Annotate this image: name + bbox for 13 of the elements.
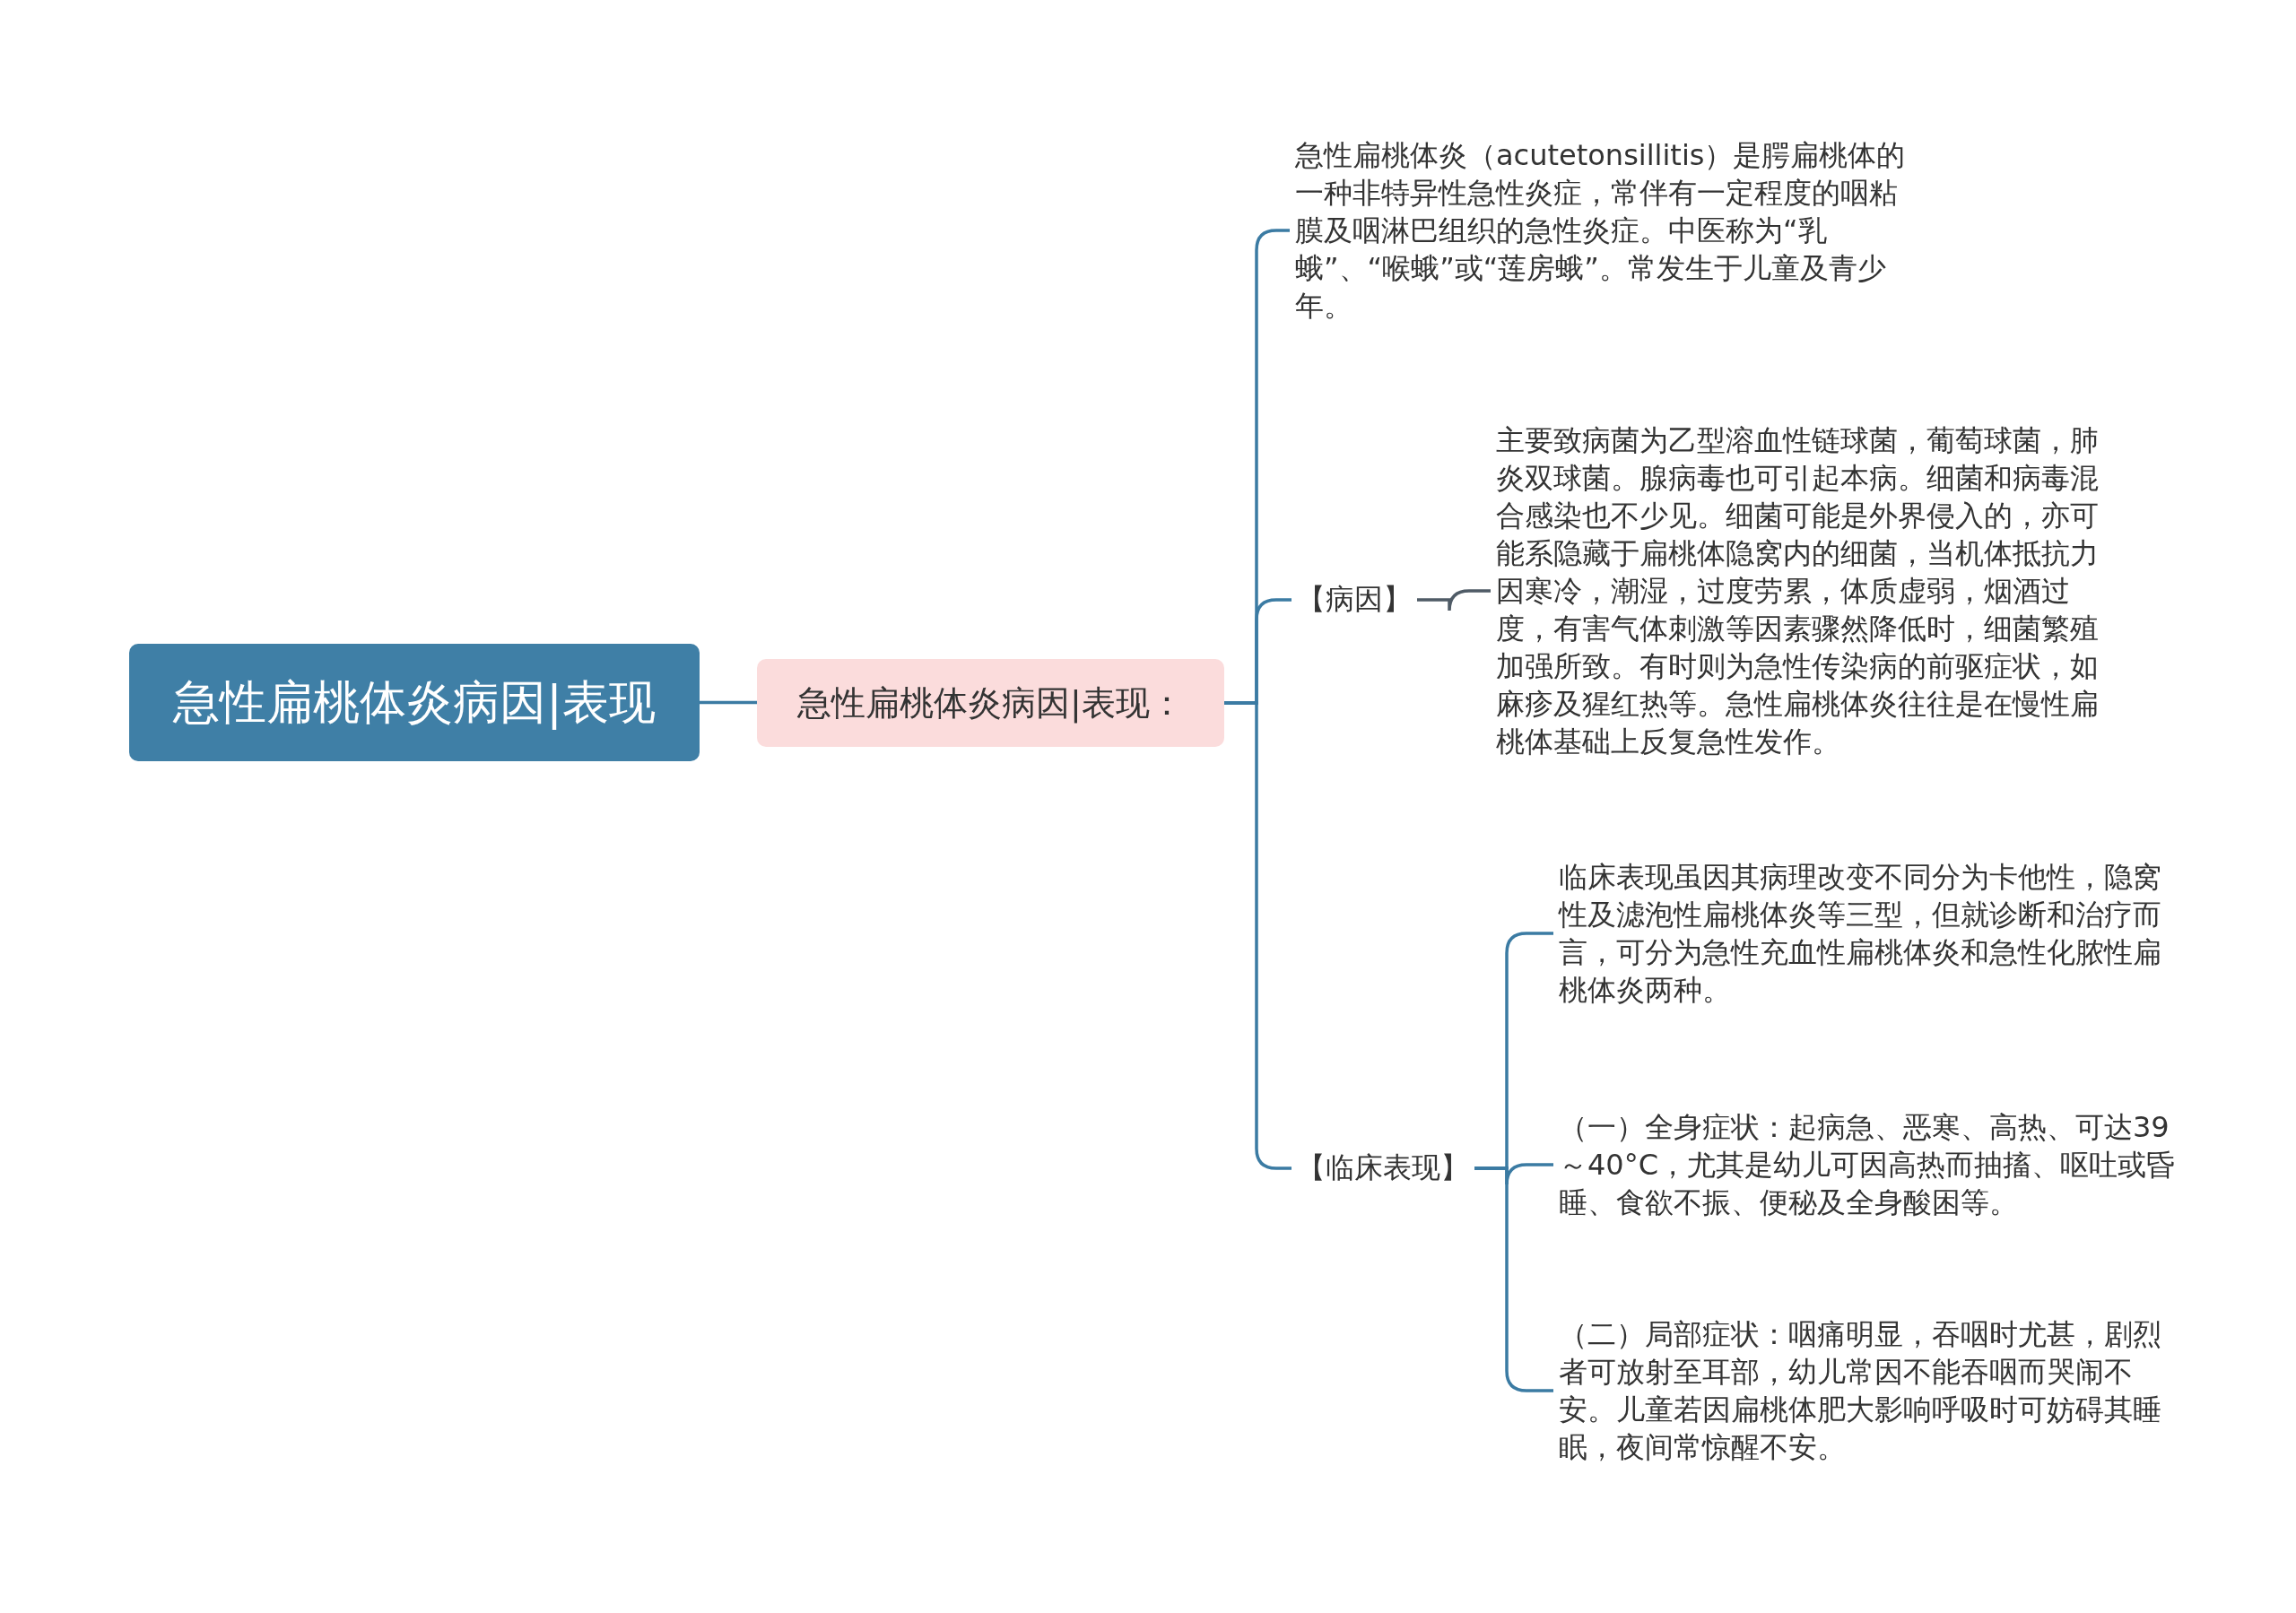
connector-line <box>1224 701 1292 1170</box>
subtopic-box: 急性扁桃体炎病因|表现： <box>757 659 1224 747</box>
central-topic-box: 急性扁桃体炎病因|表现 <box>129 644 700 761</box>
connector-line <box>1417 589 1491 612</box>
description-text: 急性扁桃体炎（acutetonsillitis）是腭扁桃体的一种非特异性急性炎症，常伴有一定程度的咽粘膜及咽淋巴组织的急性炎症。中医称为“乳蛾”、“喉蛾”或“莲房蛾”。常发生于儿童及青少年。 <box>1290 134 1918 326</box>
connector-line <box>1474 1166 1553 1392</box>
branch-label: 【临床表现】 <box>1292 1145 1474 1192</box>
description-text: （一）全身症状：起病急、恶寒、高热、可达39～40°C，尤其是幼儿可因高热而抽搐、呕吐或昏睡、食欲不振、便秘及全身酸困等。 <box>1553 1106 2192 1223</box>
branch-label: 【病因】 <box>1292 577 1417 623</box>
description-text: 主要致病菌为乙型溶血性链球菌，葡萄球菌，肺炎双球菌。腺病毒也可引起本病。细菌和病毒混合感染也不少见。细菌可能是外界侵入的，亦可能系隐藏于扁桃体隐窝内的细菌，当机体抵抗力因寒冷，潮湿，过度劳累，体质虚弱，烟酒过度，有害气体刺激等因素骤然降低时，细菌繁殖加强所致。有时则为急性传染病的前驱症状，如麻疹及猩红热等。急性扁桃体炎往往是在慢性扁桃体基础上反复急性发作。 <box>1491 420 2129 762</box>
connector-line <box>700 700 757 705</box>
description-text: （二）局部症状：咽痛明显，吞咽时尤甚，剧烈者可放射至耳部，幼儿常因不能吞咽而哭闹不安。儿童若因扁桃体肥大影响呼吸时可妨碍其睡眠，夜间常惊醒不安。 <box>1553 1314 2192 1468</box>
description-text: 临床表现虽因其病理改变不同分为卡他性，隐窝性及滤泡性扁桃体炎等三型，但就诊断和治疗而言，可分为急性充血性扁桃体炎和急性化脓性扁桃体炎两种。 <box>1553 856 2192 1010</box>
